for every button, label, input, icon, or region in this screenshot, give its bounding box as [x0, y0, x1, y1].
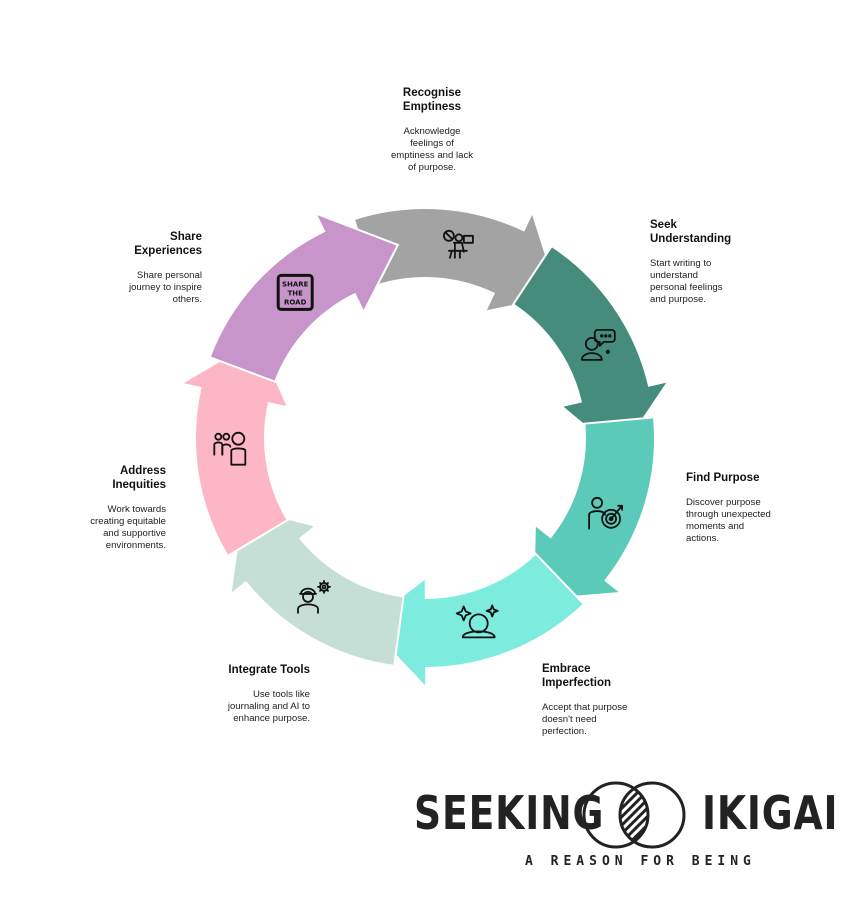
meditation-sparkle-icon [455, 604, 499, 639]
seeking-ikigai-logo: SEEKING IKIGAI A REASON FOR BEING [410, 772, 838, 882]
sign-word: SHARE [282, 280, 309, 288]
cycle-arrow-7 [208, 211, 400, 384]
worker-gear-icon [297, 580, 331, 614]
brand-word-right: IKIGAI [702, 786, 839, 840]
person-at-desk-icon [442, 229, 474, 259]
step-title: Integrate Tools [228, 664, 310, 676]
brand-tagline: A REASON FOR BEING [525, 854, 756, 869]
person-thinking-icon [580, 328, 616, 361]
sign-word: ROAD [284, 298, 307, 306]
group-people-icon [213, 431, 247, 466]
target-arrow-person-icon [588, 496, 623, 530]
brand-word-left: SEEKING [414, 786, 605, 840]
venn-circles-icon [582, 781, 686, 849]
step-title: Find Purpose [686, 472, 760, 484]
share-the-road-sign-icon: SHARE THE ROAD [276, 273, 314, 311]
sign-word: THE [287, 289, 303, 297]
